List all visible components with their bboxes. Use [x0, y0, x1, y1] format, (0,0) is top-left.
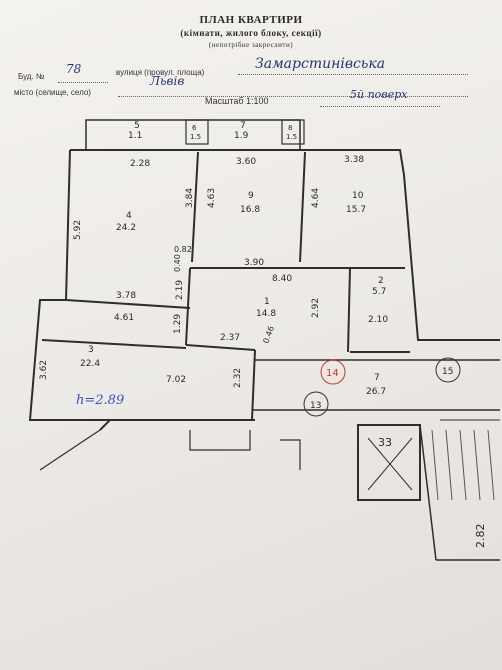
city-value: Львів: [150, 74, 185, 88]
floor-value: 5й поверх: [350, 88, 408, 101]
circle-15-label: 15: [442, 367, 453, 377]
dim-8-40: 8.40: [272, 274, 292, 284]
dim-1-29: 1.29: [173, 314, 183, 334]
dim-2-10: 2.10: [368, 315, 388, 325]
building-number: 78: [66, 62, 82, 76]
room-9-area: 16.8: [240, 205, 260, 215]
room-2-area: 5.7: [372, 287, 386, 297]
dim-4-61: 4.61: [114, 313, 134, 323]
room-1-number: 1: [264, 297, 270, 307]
city-underline: [118, 96, 468, 97]
room-7-number: 7: [374, 373, 380, 383]
room-9-number: 9: [248, 191, 254, 201]
room-3-area: 22.4: [80, 359, 100, 369]
balcony-7-area: 1.9: [234, 131, 249, 141]
balcony-7-number: 7: [240, 121, 246, 131]
scale-label: Масштаб 1:100: [205, 96, 269, 106]
room-10-number: 10: [352, 191, 364, 201]
closet-8-area: 1.5: [286, 133, 297, 141]
dim-3-84: 3.84: [185, 188, 195, 208]
room-4-number: 4: [126, 211, 132, 221]
building-underline: [58, 82, 108, 83]
dim-0-40: 0.40: [173, 254, 182, 272]
closet-6-area: 1.5: [190, 133, 201, 141]
balcony-5-area: 1.1: [128, 131, 142, 141]
dim-3-78: 3.78: [116, 291, 136, 301]
stair-33-number: 33: [378, 436, 392, 449]
street-value: Замарстинівська: [255, 56, 386, 72]
dim-4-63: 4.63: [207, 188, 217, 208]
room-3-number: 3: [88, 345, 94, 355]
document-note: (непотрібне закреслити): [208, 41, 294, 49]
room-10-area: 15.7: [346, 205, 366, 215]
dim-0-82: 0.82: [174, 245, 192, 254]
dim-2-19: 2.19: [175, 280, 185, 300]
dim-2-82: 2.82: [474, 524, 487, 549]
room-2-number: 2: [378, 276, 384, 286]
balcony-5-number: 5: [134, 121, 140, 131]
circle-14-label: 14: [326, 368, 339, 379]
dim-2-28: 2.28: [130, 159, 150, 169]
building-label: Буд. №: [18, 72, 45, 81]
dim-3-38: 3.38: [344, 155, 364, 165]
dim-3-90: 3.90: [244, 258, 264, 268]
document-subtitle: (кімнати, жилого блоку, секції): [180, 28, 322, 38]
dim-3-62: 3.62: [39, 360, 49, 380]
dim-5-92: 5.92: [73, 220, 83, 240]
room-1-area: 14.8: [256, 309, 276, 319]
ceiling-height: h=2.89: [76, 393, 124, 408]
document-title: ПЛАН КВАРТИРИ: [199, 14, 303, 26]
dim-4-64: 4.64: [311, 188, 321, 208]
dim-0-46: 0.46: [261, 325, 276, 345]
closet-6-number: 6: [192, 124, 197, 132]
dim-3-60: 3.60: [236, 157, 256, 167]
city-label: місто (селище, село): [14, 88, 91, 97]
floor-underline: [320, 106, 440, 107]
circle-13-label: 13: [310, 401, 321, 411]
dim-2-92: 2.92: [311, 298, 321, 318]
room-7-area: 26.7: [366, 387, 386, 397]
closet-8-number: 8: [288, 124, 292, 132]
dim-2-32: 2.32: [233, 368, 243, 388]
street-underline: [238, 74, 468, 75]
dim-2-37: 2.37: [220, 333, 240, 343]
dim-7-02: 7.02: [166, 375, 186, 385]
street-label: вулиця (провул. площа): [116, 68, 205, 77]
room-4-area: 24.2: [116, 223, 136, 233]
